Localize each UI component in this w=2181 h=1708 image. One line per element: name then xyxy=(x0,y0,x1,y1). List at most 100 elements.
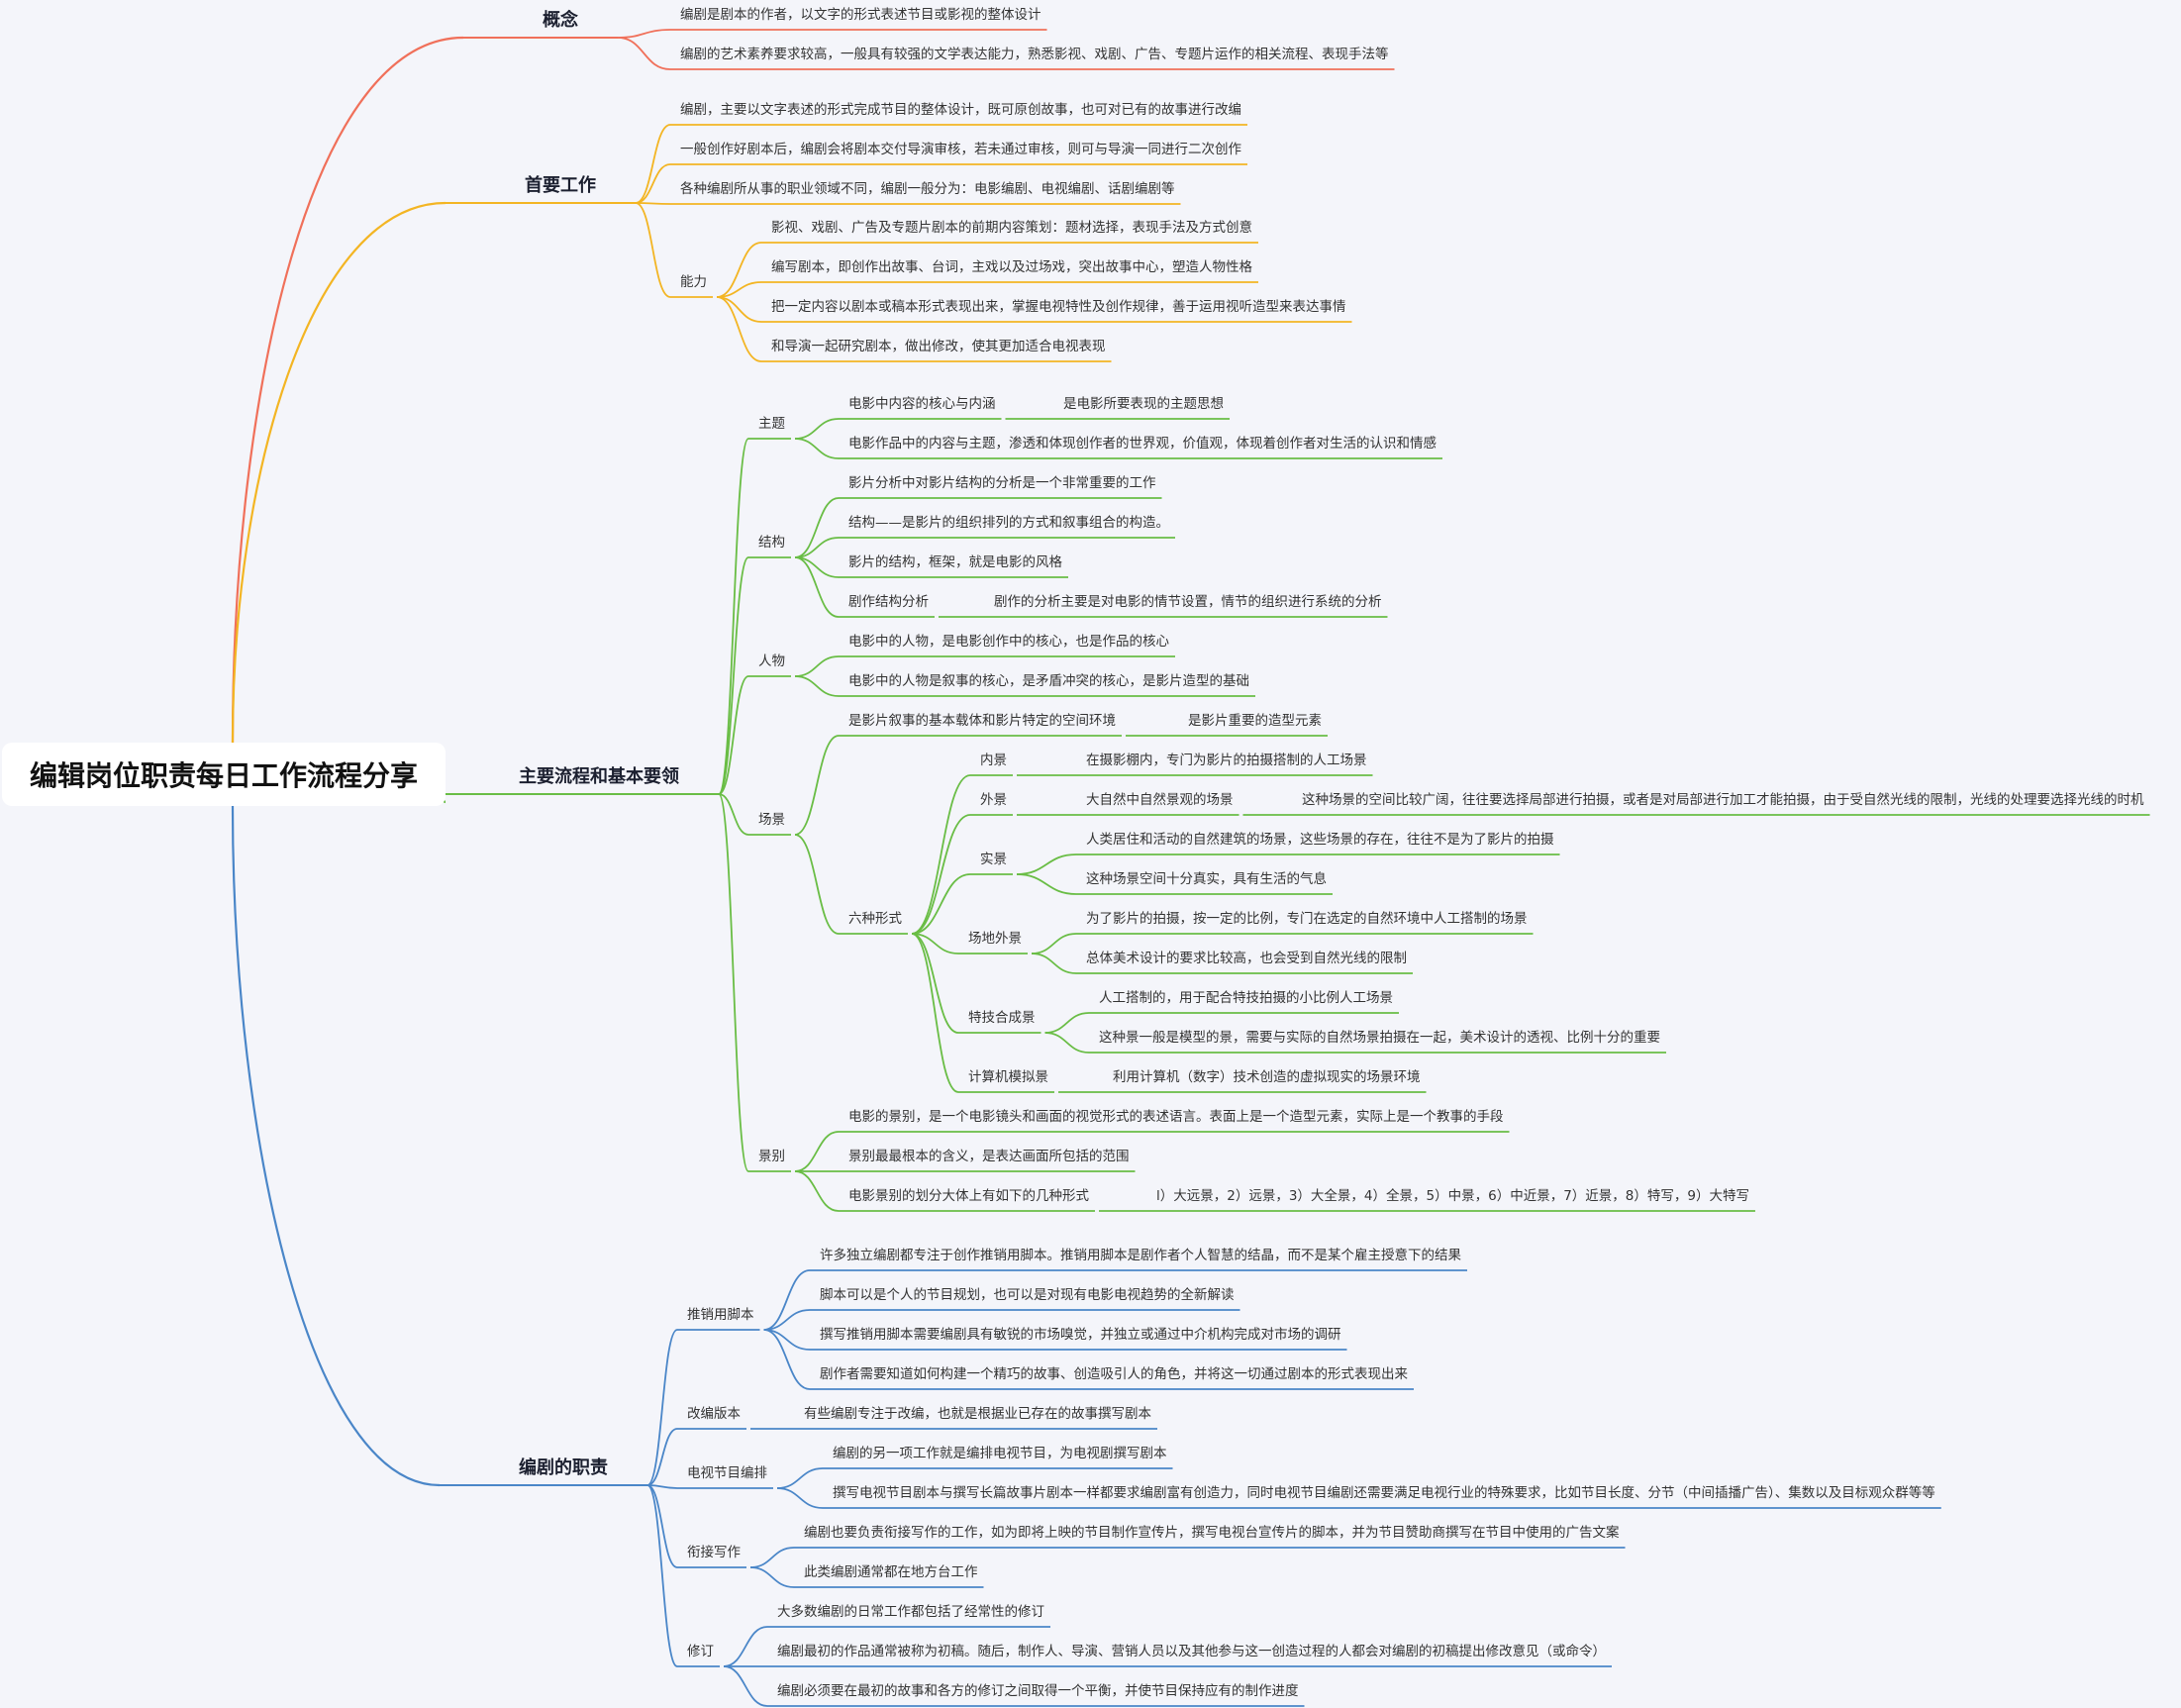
subtopic[interactable]: 一般创作好剧本后，编剧会将剧本交付导演审核，若未通过审核，则可与导演一同进行二次… xyxy=(680,142,1241,157)
subtopic[interactable]: 影视、戏剧、广告及专题片剧本的前期内容策划：题材选择，表现手法及方式创意 xyxy=(771,220,1252,236)
subtopic[interactable]: 是电影所要表现的主题思想 xyxy=(1063,396,1224,412)
subtopic[interactable]: 这种场景空间十分真实，具有生活的气息 xyxy=(1086,871,1327,887)
branch-connector xyxy=(763,1329,811,1390)
branch-connector xyxy=(718,793,749,1172)
subtopic[interactable]: 编剧也要负责衔接写作的工作，如为即将上映的节目制作宣传片，撰写电视台宣传片的脚本… xyxy=(804,1525,1620,1541)
subtopic[interactable]: 内景 xyxy=(980,753,1007,768)
subtopic[interactable]: 剧作结构分析 xyxy=(848,594,929,610)
branch-connector xyxy=(794,735,840,836)
subtopic[interactable]: 利用计算机（数字）技术创造的虚拟现实的场景环境 xyxy=(1113,1069,1421,1085)
subtopic[interactable]: 撰写推销用脚本需要编剧具有敏锐的市场嗅觉，并独立或通过中介机构完成对市场的调研 xyxy=(820,1327,1341,1343)
subtopic[interactable]: 是影片叙事的基本载体和影片特定的空间环境 xyxy=(848,713,1116,729)
subtopic[interactable]: 电影的景别，是一个电影镜头和画面的视觉形式的表述语言。表面上是一个造型元素，实际… xyxy=(848,1109,1504,1125)
branch-connector xyxy=(794,1170,840,1212)
subtopic[interactable]: 这种景一般是模型的景，需要与实际的自然场景拍摄在一起，美术设计的透视、比例十分的… xyxy=(1099,1030,1660,1046)
subtopic[interactable]: 推销用脚本 xyxy=(687,1307,754,1323)
branch-connector xyxy=(646,1484,678,1489)
subtopic[interactable]: 剧作的分析主要是对电影的情节设置，情节的组织进行系统的分析 xyxy=(994,594,1382,610)
subtopic[interactable]: 总体美术设计的要求比较高，也会受到自然光线的限制 xyxy=(1086,951,1407,966)
subtopic[interactable]: 编剧必须要在最初的故事和各方的修订之间取得一个平衡，并使节目保持应有的制作进度 xyxy=(777,1683,1299,1699)
branch-connector xyxy=(617,37,671,70)
branch-topic[interactable]: 首要工作 xyxy=(525,175,596,196)
subtopic[interactable]: 把一定内容以剧本或稿本形式表现出来，掌握电视特性及创作规律，善于运用视听造型来表… xyxy=(771,299,1346,315)
branch-connector xyxy=(646,1484,678,1568)
subtopic[interactable]: 脚本可以是个人的节目规划，也可以是对现有电影电视趋势的全新解读 xyxy=(820,1287,1235,1303)
subtopic[interactable]: 许多独立编剧都专注于创作推销用脚本。推销用脚本是剧作者个人智慧的结晶，而不是某个… xyxy=(820,1248,1461,1263)
subtopic[interactable]: 是影片重要的造型元素 xyxy=(1188,713,1322,729)
subtopic[interactable]: 电影中的人物是叙事的核心，是矛盾冲突的核心，是影片造型的基础 xyxy=(848,673,1249,689)
subtopic[interactable]: 人工搭制的，用于配合特技拍摄的小比例人工场景 xyxy=(1099,990,1393,1006)
branch-connector xyxy=(1016,854,1077,875)
branch-connector xyxy=(1044,1032,1090,1054)
subtopic[interactable]: 有些编剧专注于改编，也就是根据业已存在的故事撰写剧本 xyxy=(804,1406,1151,1422)
subtopic[interactable]: 剧作者需要知道如何构建一个精巧的故事、创造吸引人的角色，并将这一切通过剧本的形式… xyxy=(820,1366,1408,1382)
subtopic[interactable]: 实景 xyxy=(980,852,1007,867)
subtopic[interactable]: 景别最最根本的含义，是表达画面所包括的范围 xyxy=(848,1149,1130,1164)
branch-connector xyxy=(716,296,762,362)
branch-connector xyxy=(794,1131,840,1172)
subtopic[interactable]: 人物 xyxy=(758,653,785,669)
branch-connector xyxy=(749,1566,795,1588)
branch-connector xyxy=(723,1626,768,1667)
branch-topic[interactable]: 主要流程和基本要领 xyxy=(519,766,679,787)
subtopic[interactable]: 电影中的人物，是电影创作中的核心，也是作品的核心 xyxy=(848,634,1169,650)
subtopic[interactable]: 此类编剧通常都在地方台工作 xyxy=(804,1564,978,1580)
subtopic[interactable]: 计算机模拟景 xyxy=(968,1069,1048,1085)
subtopic[interactable]: 主题 xyxy=(758,416,785,432)
subtopic[interactable]: 编剧的艺术素养要求较高，一般具有较强的文学表达能力，熟悉影视、戏剧、广告、专题片… xyxy=(680,47,1389,62)
branch-connector xyxy=(617,29,671,39)
subtopic[interactable]: 改编版本 xyxy=(687,1406,741,1422)
subtopic[interactable]: 编剧是剧本的作者，以文字的形式表述节目或影视的整体设计 xyxy=(680,7,1041,23)
subtopic[interactable]: 撰写电视节目剧本与撰写长篇故事片剧本一样都要求编剧富有创造力，同时电视节目编剧还… xyxy=(833,1485,1935,1501)
subtopic[interactable]: 在摄影棚内，专门为影片的拍摄搭制的人工场景 xyxy=(1086,753,1367,768)
branch-connector xyxy=(1016,873,1077,895)
branch-connector xyxy=(646,1428,678,1486)
subtopic[interactable]: 六种形式 xyxy=(848,911,902,927)
subtopic[interactable]: 景别 xyxy=(758,1149,785,1164)
branch-connector xyxy=(1031,933,1077,954)
subtopic[interactable]: 影片分析中对影片结构的分析是一个非常重要的工作 xyxy=(848,475,1156,491)
subtopic[interactable]: 为了影片的拍摄，按一定的比例，专门在选定的自然环境中人工搭制的场景 xyxy=(1086,911,1528,927)
subtopic[interactable]: 场地外景 xyxy=(968,931,1022,947)
subtopic[interactable]: 这种场景的空间比较广阔，往往要选择局部进行拍摄，或者是对局部进行加工才能拍摄，由… xyxy=(1302,792,2144,808)
branch-connector xyxy=(716,242,762,298)
subtopic[interactable]: 场景 xyxy=(758,812,785,828)
subtopic[interactable]: 电影景别的划分大体上有如下的几种形式 xyxy=(848,1188,1089,1204)
branch-topic[interactable]: 概念 xyxy=(543,10,578,31)
subtopic[interactable]: 编剧的另一项工作就是编排电视节目，为电视剧撰写剧本 xyxy=(833,1446,1167,1461)
subtopic[interactable]: 编写剧本，即创作出故事、台词，主戏以及过场戏，突出故事中心，塑造人物性格 xyxy=(771,259,1252,275)
subtopic[interactable]: 和导演一起研究剧本，做出修改，使其更加适合电视表现 xyxy=(771,339,1106,354)
subtopic[interactable]: 电影作品中的内容与主题，渗透和体现创作者的世界观，价值观，体现着创作者对生活的认… xyxy=(848,436,1437,452)
branch-connector xyxy=(794,675,840,697)
branch-connector xyxy=(1044,1012,1090,1034)
subtopic[interactable]: 结构 xyxy=(758,535,785,551)
subtopic[interactable]: 人类居住和活动的自然建筑的场景，这些场景的存在，往往不是为了影片的拍摄 xyxy=(1086,832,1554,848)
subtopic[interactable]: 各种编剧所从事的职业领域不同，编剧一般分为：电影编剧、电视编剧、话剧编剧等 xyxy=(680,181,1175,197)
subtopic[interactable]: 编剧，主要以文字表述的形式完成节目的整体设计，既可原创故事，也可对已有的故事进行… xyxy=(680,102,1241,118)
subtopic[interactable]: 修订 xyxy=(687,1644,714,1659)
subtopic[interactable]: 大自然中自然景观的场景 xyxy=(1086,792,1234,808)
subtopic[interactable]: 大多数编剧的日常工作都包括了经常性的修订 xyxy=(777,1604,1044,1620)
branch-connector xyxy=(716,296,762,323)
subtopic[interactable]: 影片的结构，框架，就是电影的风格 xyxy=(848,554,1062,570)
subtopic[interactable]: 衔接写作 xyxy=(687,1545,741,1560)
branch-connector xyxy=(718,556,749,795)
root-topic-label: 编辑岗位职责每日工作流程分享 xyxy=(29,759,418,792)
root-connector xyxy=(231,201,446,744)
subtopic[interactable]: 编剧最初的作品通常被称为初稿。随后，制作人、导演、营销人员以及其他参与这一创造过… xyxy=(777,1644,1606,1659)
subtopic[interactable]: 结构——是影片的组织排列的方式和叙事组合的构造。 xyxy=(848,515,1169,531)
root-topic[interactable]: 编辑岗位职责每日工作流程分享 xyxy=(2,743,446,806)
subtopic[interactable]: 能力 xyxy=(680,274,707,290)
subtopic[interactable]: 特技合成景 xyxy=(968,1010,1036,1026)
subtopic[interactable]: 电影中内容的核心与内涵 xyxy=(848,396,996,412)
branch-connector xyxy=(718,438,749,795)
branch-connector xyxy=(635,163,671,204)
subtopic[interactable]: 外景 xyxy=(980,792,1007,808)
branch-connector xyxy=(646,1329,678,1486)
branch-topic[interactable]: 编剧的职责 xyxy=(519,1457,608,1478)
subtopic[interactable]: 电视节目编排 xyxy=(687,1465,767,1481)
branch-connector xyxy=(635,202,671,205)
branch-connector xyxy=(911,933,959,1093)
subtopic[interactable]: l）大远景，2）远景，3）大全景，4）全景，5）中景，6）中近景，7）近景，8）… xyxy=(1156,1188,1749,1204)
